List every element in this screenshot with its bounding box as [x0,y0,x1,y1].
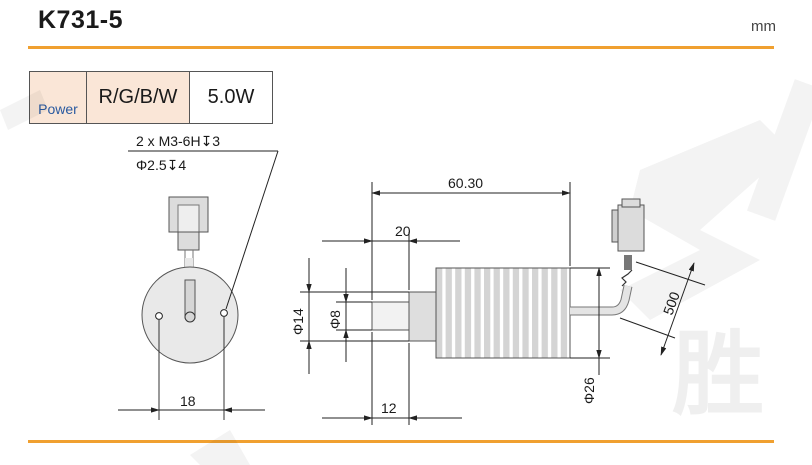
dim-body-dia: Φ26 [581,377,597,404]
mount-hole-right [220,309,228,317]
unit-label: mm [751,18,776,35]
side-view [300,182,706,425]
footer-rule [28,440,774,443]
power-value: 5.0W [189,71,273,124]
spec-row: Power R/G/B/W 5.0W [29,71,273,124]
front-view [118,150,279,420]
dim-flange-length: 12 [381,400,397,416]
stem [371,301,410,331]
power-label: Power [29,71,87,124]
dim-overall-length: 60.30 [448,175,483,191]
color-options: R/G/B/W [86,71,190,124]
dim-inner-dia: Φ8 [327,310,343,329]
callout-hole: Φ2.5↧4 [136,157,186,173]
dim-outer-dia: Φ14 [290,308,306,335]
header-rule [28,46,774,49]
dim-stem-length: 20 [395,223,411,239]
heatsink-body [435,267,571,359]
side-connector [617,204,645,252]
flange [408,291,437,342]
model-title: K731-5 [38,6,123,34]
dim-hole-spacing: 18 [180,393,196,409]
callout-thread: 2 x M3-6H↧3 [136,133,220,149]
dim-cable-length: 500 [660,289,683,317]
mount-hole-left [155,312,163,320]
spec-table: Power R/G/B/W 5.0W [29,71,273,124]
